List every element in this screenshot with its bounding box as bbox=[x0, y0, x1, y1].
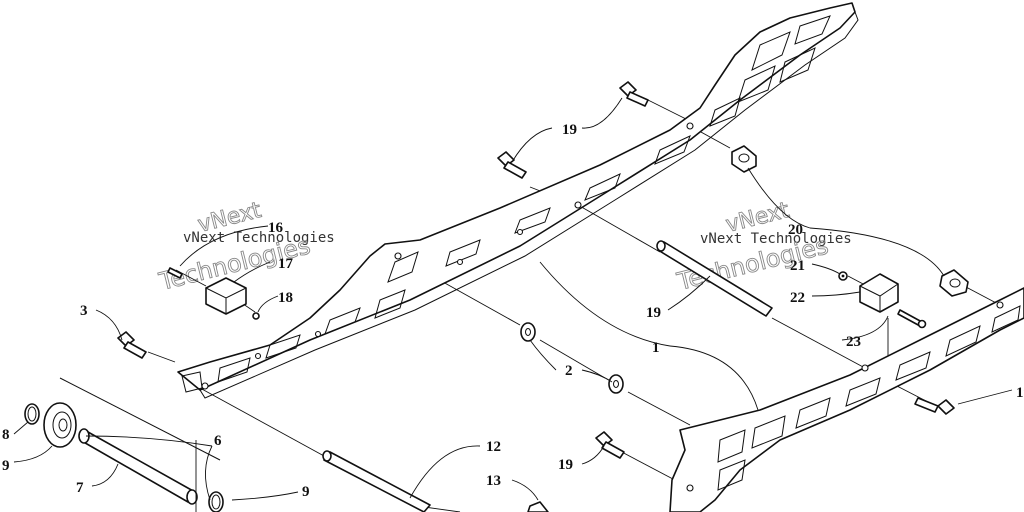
watermark-right: vNext vNext Technologies Technologies bbox=[673, 197, 852, 296]
bolt-19-top bbox=[619, 81, 649, 107]
callout-22: 21 bbox=[790, 258, 805, 274]
rail-left-holes bbox=[201, 122, 694, 390]
callout-18: 18 bbox=[278, 290, 293, 306]
bearing-9-left bbox=[43, 402, 77, 448]
callout-20: 19 bbox=[646, 305, 661, 321]
callout-6: 6 bbox=[214, 433, 222, 449]
shaft-12 bbox=[322, 450, 431, 512]
rail-left-cutouts bbox=[181, 15, 831, 393]
clip-18 bbox=[252, 312, 260, 320]
rail-right-holes bbox=[686, 301, 1004, 492]
callout-3: 3 bbox=[80, 303, 88, 319]
spacer-21-upper bbox=[731, 145, 757, 173]
retaining-ring-8 bbox=[24, 403, 40, 425]
callout-19: 19 bbox=[558, 457, 573, 473]
screw-24 bbox=[897, 309, 927, 329]
block-23 bbox=[859, 273, 899, 313]
callout-13: 13 bbox=[486, 473, 501, 489]
callout-8: 8 bbox=[2, 427, 10, 443]
callout-19: 19 bbox=[1016, 385, 1024, 401]
callout-19: 19 bbox=[562, 122, 577, 138]
callout-17: 17 bbox=[278, 256, 294, 272]
part-13 bbox=[527, 501, 549, 512]
washer-2-lower bbox=[608, 374, 624, 394]
ring-9-right bbox=[208, 491, 224, 512]
shaft-20 bbox=[656, 240, 773, 317]
bolt-19-lower bbox=[595, 431, 625, 459]
rail-right-cutouts bbox=[717, 305, 1021, 491]
callout-12: 12 bbox=[486, 439, 501, 455]
callout-9: 9 bbox=[2, 458, 10, 474]
block-17 bbox=[205, 277, 247, 315]
axle-7 bbox=[78, 428, 198, 505]
axle-assembly-6 bbox=[24, 377, 224, 512]
slide-rail-right bbox=[669, 287, 1024, 512]
slide-rail-left bbox=[177, 2, 859, 399]
callout-21: 20 bbox=[788, 222, 803, 238]
callout-23: 22 bbox=[790, 290, 805, 306]
watermark-text: vNext Technologies bbox=[183, 230, 335, 246]
bolt-3 bbox=[117, 331, 147, 359]
washer-2-upper bbox=[520, 322, 536, 342]
callout-16: 16 bbox=[268, 220, 284, 236]
callout-1: 1 bbox=[652, 340, 660, 356]
watermark-left: vNext vNext Technologies Technologies bbox=[155, 197, 335, 296]
callout-7: 7 bbox=[76, 480, 84, 496]
callout-24: 23 bbox=[846, 334, 861, 350]
bolt-19-upper-left bbox=[497, 151, 527, 179]
nut-22 bbox=[838, 271, 848, 281]
callout-9: 9 bbox=[302, 484, 310, 500]
spacer-21-lower bbox=[939, 269, 969, 297]
callout-2: 2 bbox=[565, 363, 573, 379]
callout-labels: 19 19 19 3 2 1 19 20 21 22 23 16 17 18 6… bbox=[2, 122, 1024, 500]
pin-16 bbox=[167, 267, 183, 279]
bolt-19-right bbox=[914, 397, 955, 415]
leader-lines bbox=[13, 97, 1013, 512]
watermark-text: vNext Technologies bbox=[700, 231, 852, 247]
